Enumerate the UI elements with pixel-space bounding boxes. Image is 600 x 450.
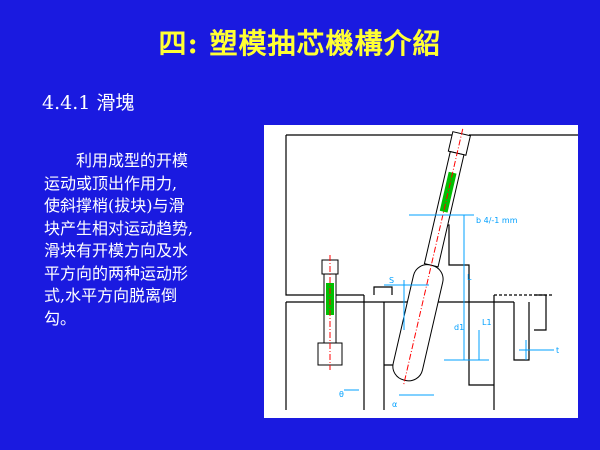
- guide-pin-vertical: [317, 255, 343, 370]
- label-alpha: α: [392, 400, 397, 409]
- body-line: 块产生相对运动趋势,: [44, 218, 194, 238]
- angle-pin: [392, 128, 471, 385]
- dimension-lines: [344, 214, 554, 396]
- slide-title: 四: 塑模抽芯機構介紹: [158, 27, 442, 60]
- description-text: 利用成型的开模 运动或顶出作用力, 使斜撑梢(拔块)与滑 块产生相对运动趋势, …: [44, 150, 254, 330]
- label-dims: b 4/-1 mm: [476, 216, 518, 225]
- section-heading: 4.4.1 滑塊: [42, 92, 135, 114]
- body-line: 勾。: [44, 308, 77, 328]
- body-line: 平方向的两种运动形: [44, 263, 189, 283]
- label-t: t: [556, 346, 559, 355]
- slide-mechanism-diagram: S L L1 t α θ d1 b 4/-1 mm: [264, 125, 578, 418]
- label-s: S: [389, 276, 394, 285]
- body-line: 式,水平方向脱离倒: [44, 286, 178, 305]
- diagram-svg: S L L1 t α θ d1 b 4/-1 mm: [285, 128, 578, 410]
- body-line: 利用成型的开模: [44, 151, 189, 170]
- body-line: 使斜撑梢(拔块)与滑: [44, 196, 185, 215]
- body-line: 滑块有开模方向及水: [44, 241, 189, 260]
- diagram-labels: S L L1 t α θ d1 b 4/-1 mm: [339, 216, 559, 409]
- label-d1: d1: [454, 323, 464, 332]
- body-line: 运动或顶出作用力,: [44, 173, 178, 193]
- label-l: L: [467, 273, 472, 282]
- label-l1: L1: [482, 318, 492, 327]
- label-theta: θ: [339, 390, 344, 399]
